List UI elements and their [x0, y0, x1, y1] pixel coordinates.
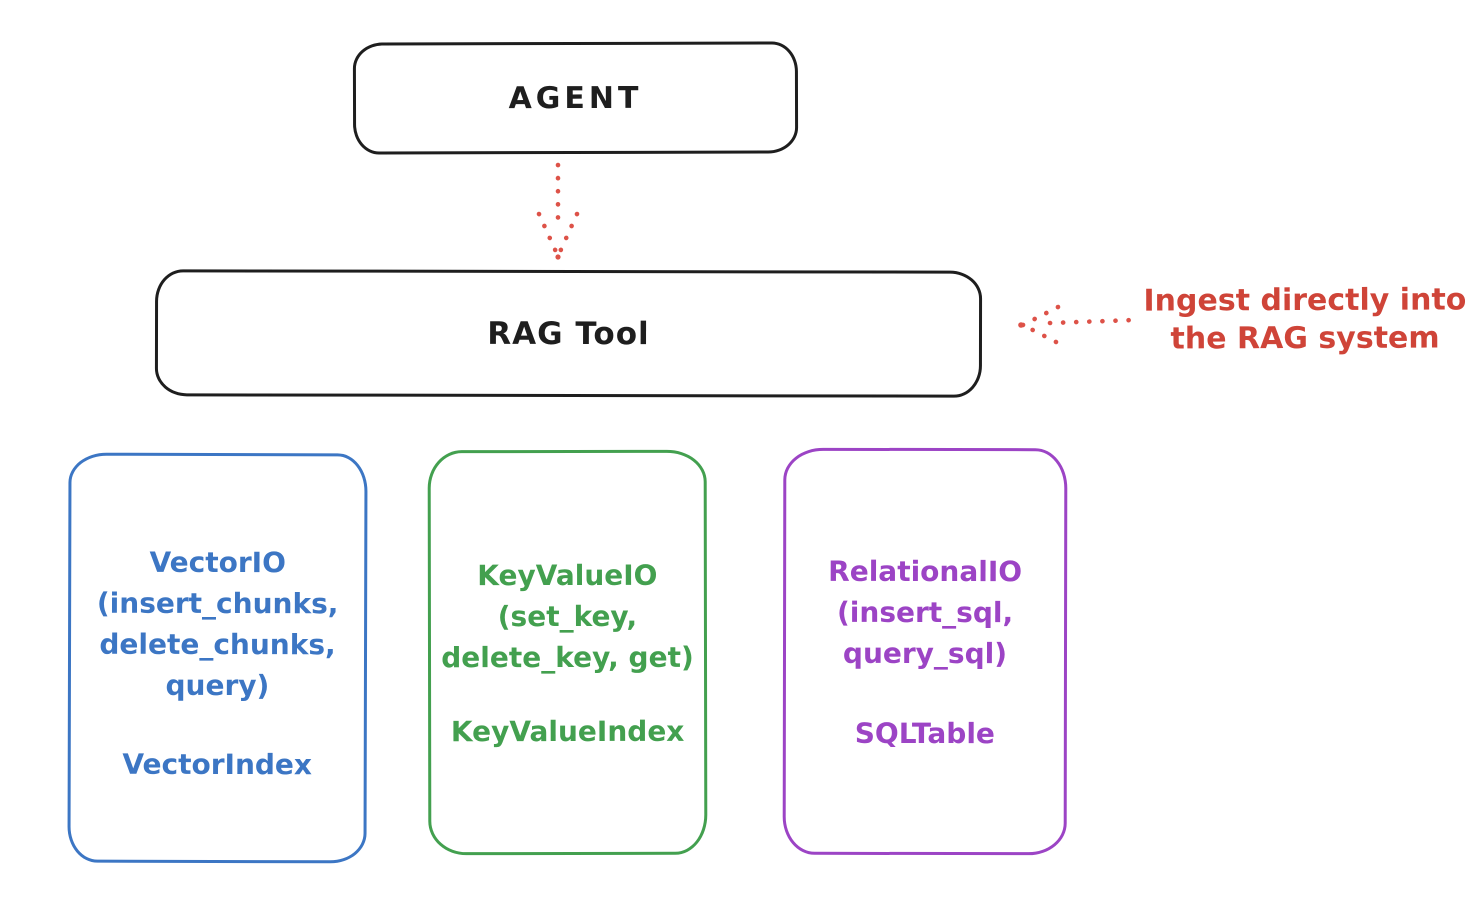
relational-io-methods-line1: (insert_sql, [836, 595, 1014, 630]
relational-io-node: RelationalIO (insert_sql, query_sql) SQL… [782, 447, 1068, 856]
ingest-annotation-line1: Ingest directly into [1143, 282, 1467, 319]
agent-node: AGENT [352, 41, 799, 155]
relational-io-title: RelationalIO [828, 554, 1023, 589]
sql-table-label: SQLTable [854, 716, 995, 751]
vector-io-methods-line1: (insert_chunks, [96, 586, 339, 621]
rag-tool-node: RAG Tool [154, 269, 983, 398]
keyvalue-io-node: KeyValueIO (set_key, delete_key, get) Ke… [427, 449, 708, 856]
vector-index-label: VectorIndex [122, 747, 313, 782]
agent-node-label: AGENT [508, 80, 643, 116]
keyvalue-io-methods-line2: delete_key, get) [441, 640, 694, 675]
rag-tool-node-label: RAG Tool [487, 315, 650, 352]
vector-io-methods-line3: query) [165, 668, 270, 703]
keyvalue-io-title: KeyValueIO [477, 558, 658, 593]
relational-io-methods-line2: query_sql) [842, 636, 1008, 671]
keyvalue-index-label: KeyValueIndex [450, 714, 685, 749]
ingest-dotted-arrow-icon [1018, 304, 1138, 345]
ingest-annotation: Ingest directly into the RAG system [1135, 281, 1475, 358]
vector-io-node: VectorIO (insert_chunks, delete_chunks, … [67, 452, 368, 864]
ingest-annotation-line2: the RAG system [1170, 320, 1440, 357]
keyvalue-io-methods-line1: (set_key, [497, 599, 638, 634]
vector-io-title: VectorIO [149, 545, 286, 580]
agent-to-ragtool-dotted-arrow-icon [536, 162, 580, 260]
vector-io-methods-line2: delete_chunks, [99, 627, 336, 662]
